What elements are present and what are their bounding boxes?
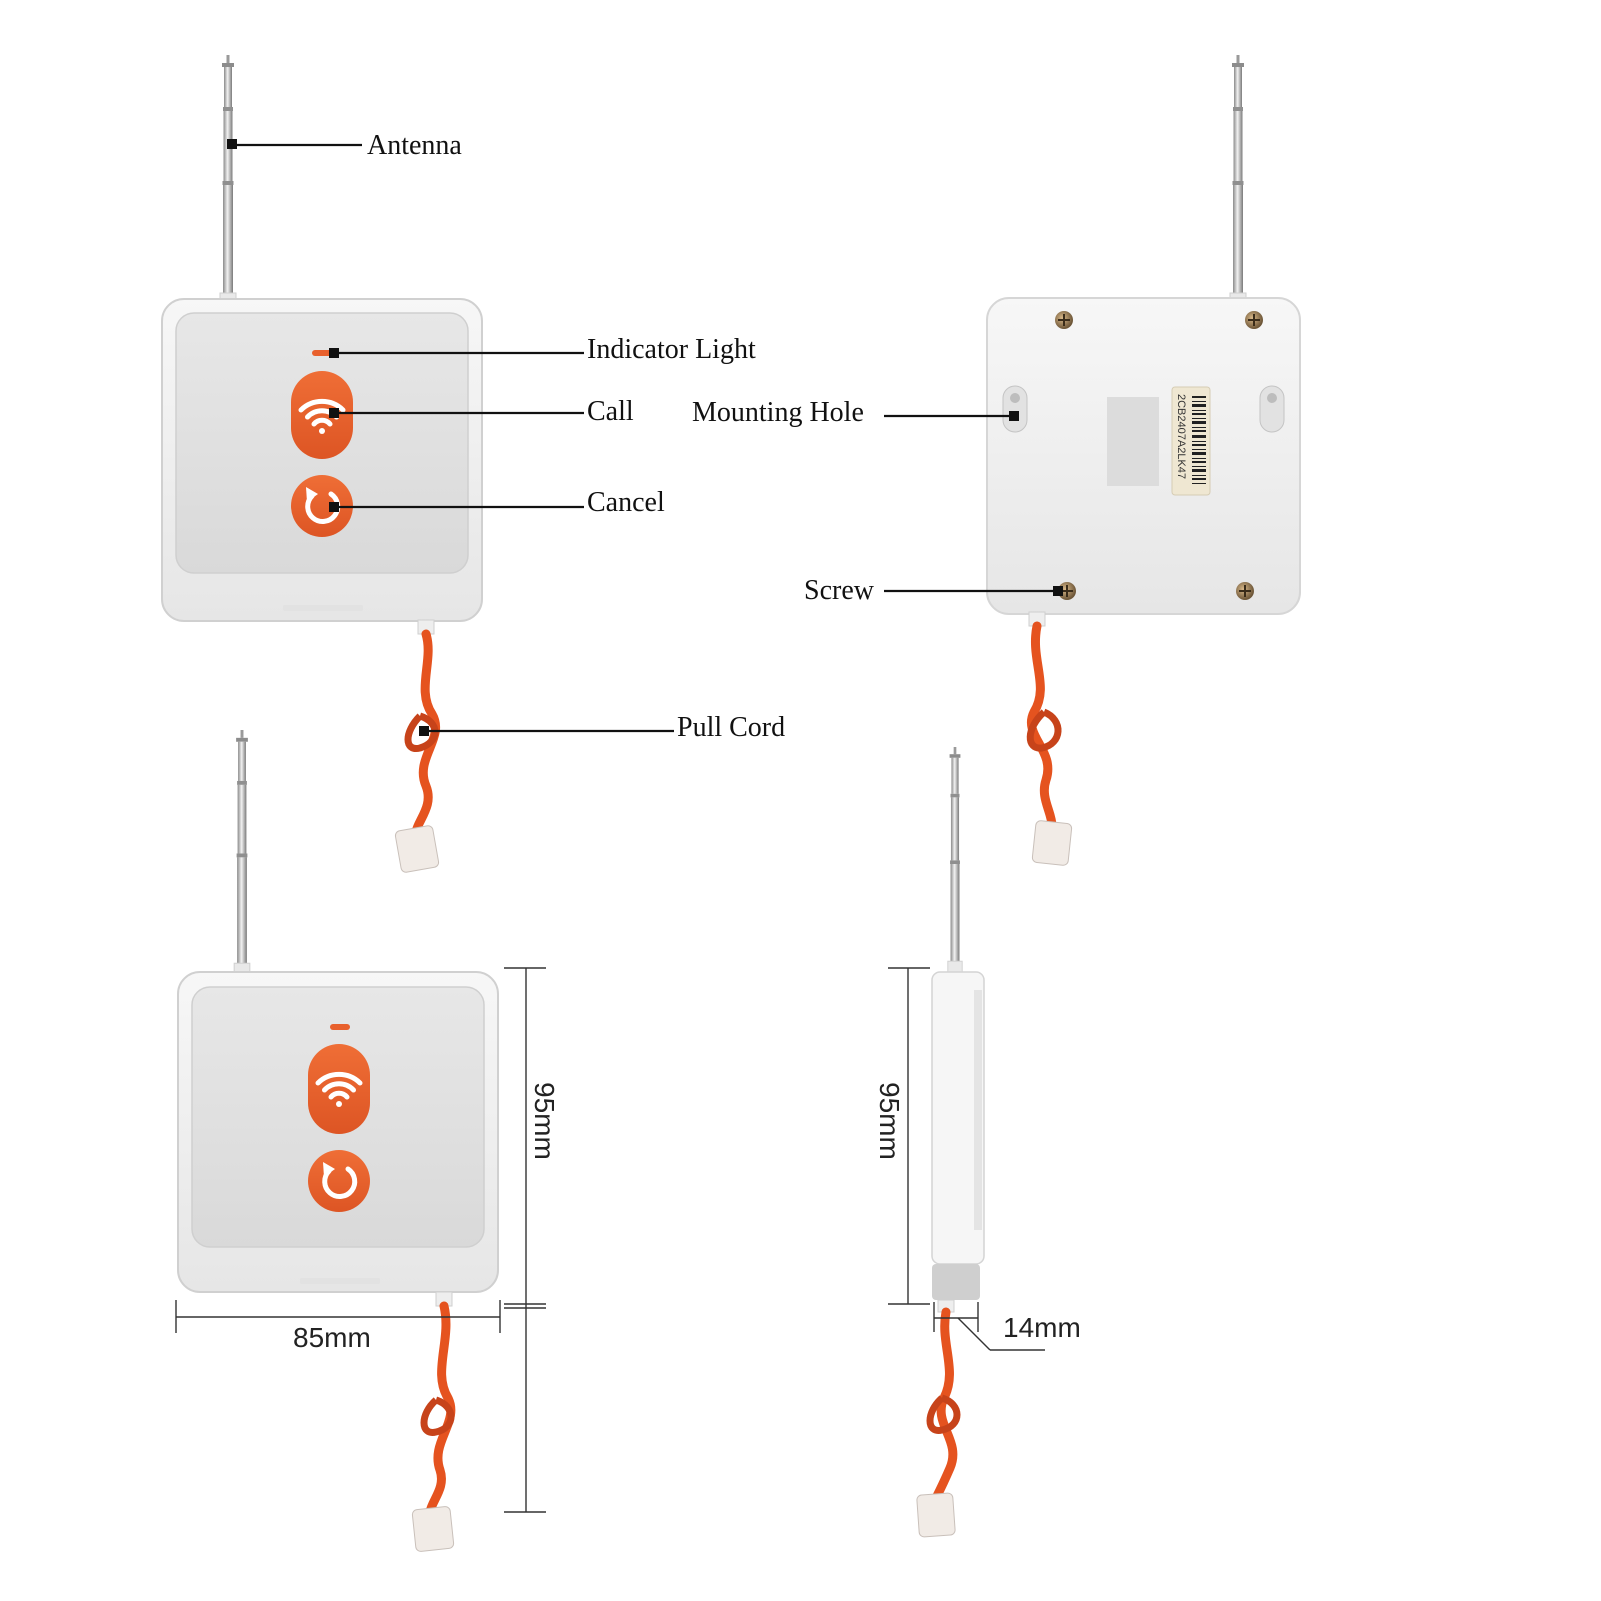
recessed-panel — [1107, 397, 1159, 486]
dimension-height-side: 95mm — [874, 967, 930, 1305]
screw-icon — [1055, 311, 1073, 329]
undo-arrow-icon — [322, 1162, 358, 1199]
front-view-device — [161, 55, 483, 873]
callout-indicator-light: Indicator Light — [329, 334, 756, 365]
callout-cancel: Cancel — [329, 487, 665, 518]
label-call: Call — [587, 396, 634, 427]
label-cancel: Cancel — [587, 487, 665, 518]
callout-antenna: Antenna — [227, 130, 462, 161]
side-edge — [974, 990, 982, 1230]
undo-arrow-icon — [305, 487, 341, 524]
side-base — [932, 1264, 980, 1300]
cancel-button[interactable] — [291, 475, 353, 537]
dimension-label-height: 95mm — [529, 1082, 560, 1160]
dimension-height-front: 95mm — [504, 967, 560, 1513]
label-antenna: Antenna — [367, 130, 462, 161]
dimension-label-width: 85mm — [293, 1322, 371, 1353]
callout-pull-cord: Pull Cord — [419, 712, 785, 743]
back-view-device: 2CB2407A2LK47 — [986, 55, 1301, 866]
front-dimension-device — [177, 730, 499, 1552]
label-indicator-light: Indicator Light — [587, 334, 756, 365]
label-mounting-hole: Mounting Hole — [692, 397, 864, 428]
mounting-hole-icon — [1259, 385, 1285, 433]
antenna-rod — [1229, 55, 1247, 305]
screw-icon — [1236, 582, 1254, 600]
mounting-hole-icon — [1002, 385, 1028, 433]
barcode-text: 2CB2407A2LK47 — [1175, 394, 1187, 479]
barcode-label: 2CB2407A2LK47 — [1171, 386, 1211, 496]
bottom-seam — [300, 1278, 380, 1284]
bottom-seam — [283, 605, 363, 611]
callout-screw: Screw — [804, 575, 1063, 606]
wifi-icon — [315, 1071, 363, 1107]
indicator-light — [312, 350, 332, 356]
callout-mounting-hole: Mounting Hole — [692, 397, 1019, 428]
antenna-rod — [219, 55, 237, 305]
call-button[interactable] — [291, 371, 353, 459]
pull-cord — [394, 619, 441, 873]
indicator-light — [330, 1024, 350, 1030]
dimension-label-side-height: 95mm — [874, 1082, 905, 1160]
antenna-rod — [233, 730, 251, 975]
antenna-rod — [947, 746, 963, 973]
dimension-depth-side: 14mm — [933, 1302, 1081, 1351]
cancel-button[interactable] — [308, 1150, 370, 1212]
pull-cord — [1026, 611, 1073, 866]
pull-cord — [411, 1291, 456, 1552]
side-view-device — [916, 746, 985, 1538]
screw-icon — [1245, 311, 1263, 329]
pull-cord — [916, 1299, 961, 1538]
dimension-label-depth: 14mm — [1003, 1312, 1081, 1343]
call-button[interactable] — [308, 1044, 370, 1134]
label-pull-cord: Pull Cord — [677, 712, 785, 743]
label-screw: Screw — [804, 575, 875, 606]
callout-call: Call — [329, 396, 634, 427]
dimension-width-front: 85mm — [175, 1300, 501, 1353]
